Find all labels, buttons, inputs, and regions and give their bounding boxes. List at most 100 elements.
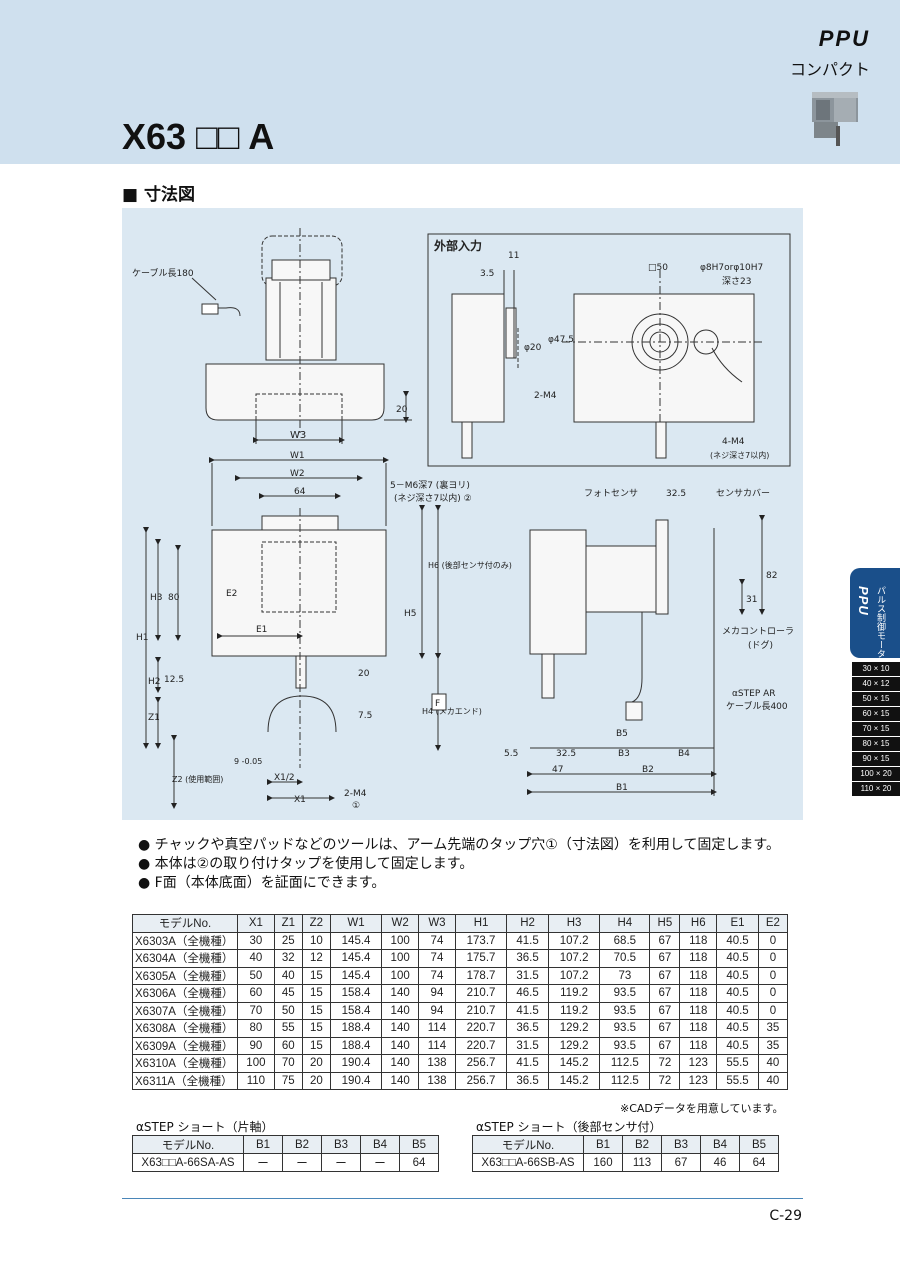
table-cell: 46.5	[506, 984, 549, 1003]
short-sensor-table: モデルNo. B1 B2 B3 B4 B5 X63□□A-66SB-AS 160…	[472, 1135, 779, 1172]
table-header-row: モデルNo. X1 Z1 Z2 W1 W2 W3 H1 H2 H3 H4 H5 …	[132, 914, 789, 933]
dim-20-front: 20	[358, 669, 370, 679]
table-cell: 36.5	[506, 949, 549, 968]
dim-h5: H5	[404, 609, 417, 619]
section-title: ■ 寸法図	[122, 185, 195, 205]
dim-h6: H6 (後部センサ付のみ)	[428, 560, 512, 570]
size-index-item[interactable]: 30 × 10	[852, 662, 900, 676]
table-cell: 123	[679, 1054, 718, 1073]
dim-e2: E2	[226, 589, 237, 599]
size-index-item[interactable]: 110 × 20	[852, 782, 900, 796]
table-cell: 64	[739, 1153, 779, 1172]
product-photo	[812, 92, 858, 146]
column-header: B3	[321, 1135, 361, 1154]
table-cell: 40.5	[716, 1001, 759, 1020]
table-cell: 50	[237, 966, 275, 985]
table-cell: ー	[282, 1153, 322, 1172]
column-header: H5	[649, 914, 681, 933]
size-index-item[interactable]: 90 × 15	[852, 752, 900, 766]
column-header: B1	[243, 1135, 283, 1154]
dog-label: (ドグ)	[748, 639, 773, 651]
column-header: X1	[237, 914, 275, 933]
table-cell: 64	[399, 1153, 439, 1172]
table-cell: 94	[418, 984, 456, 1003]
table-cell: 15	[301, 1036, 331, 1055]
table-cell: X6304A（全機種）	[132, 949, 238, 968]
table-cell: 100	[381, 931, 420, 950]
table-cell: 20	[301, 1054, 331, 1073]
size-index-item[interactable]: 50 × 15	[852, 692, 900, 706]
size-index-item[interactable]: 100 × 20	[852, 767, 900, 781]
dim-h4: H4 (メカエンド)	[422, 707, 482, 716]
column-header: Z2	[301, 914, 331, 933]
table-cell: 55.5	[716, 1054, 759, 1073]
column-header: W3	[418, 914, 456, 933]
dim-phi20: φ20	[524, 343, 542, 353]
table-cell: 188.4	[329, 1019, 383, 1038]
table-cell: 67	[661, 1153, 701, 1172]
dim-7-5: 7.5	[358, 711, 372, 721]
table-cell: 256.7	[454, 1054, 508, 1073]
table-cell: 32	[273, 949, 303, 968]
column-header: Z1	[273, 914, 303, 933]
table-cell: 41.5	[506, 1001, 549, 1020]
table-cell: 140	[381, 1001, 420, 1020]
dim-4m4-depth: (ネジ深さ7以内)	[710, 450, 769, 460]
table-cell: 160	[583, 1153, 623, 1172]
table-cell: 107.2	[547, 966, 601, 985]
table-cell: 129.2	[547, 1019, 601, 1038]
dim-bore: φ8H7orφ10H7	[700, 263, 763, 273]
table-cell: 36.5	[506, 1019, 549, 1038]
table-cell: 145.4	[329, 931, 383, 950]
size-index-item[interactable]: 80 × 15	[852, 737, 900, 751]
table-cell: 67	[649, 1001, 681, 1020]
size-index-item[interactable]: 70 × 15	[852, 722, 900, 736]
table-cell: 40.5	[716, 931, 759, 950]
dim-w1: W1	[290, 451, 305, 461]
table-cell: 145.2	[547, 1054, 601, 1073]
table-cell: X6309A（全機種）	[132, 1036, 238, 1055]
table-cell: 175.7	[454, 949, 508, 968]
dim-82: 82	[766, 571, 777, 581]
size-index-list: 30 × 10 40 × 12 50 × 15 60 × 15 70 × 15 …	[852, 662, 900, 797]
dim-h3: H3	[150, 593, 163, 603]
table-cell: 93.5	[599, 984, 651, 1003]
table-cell: 25	[273, 931, 303, 950]
brand-logo: PPU	[818, 26, 870, 51]
size-index-item[interactable]: 60 × 15	[852, 707, 900, 721]
table-cell: 220.7	[454, 1036, 508, 1055]
table-cell: 74	[418, 949, 456, 968]
table-cell: 100	[237, 1054, 275, 1073]
table-cell: 220.7	[454, 1019, 508, 1038]
table-cell: 40.5	[716, 966, 759, 985]
mecha-controller-label: メカコントローラ	[722, 626, 794, 637]
table-cell: 35	[757, 1019, 789, 1038]
table-cell: 140	[381, 1036, 420, 1055]
table-cell: 60	[273, 1036, 303, 1055]
column-header: B4	[360, 1135, 400, 1154]
size-index-item[interactable]: 40 × 12	[852, 677, 900, 691]
column-header: B1	[583, 1135, 623, 1154]
table-cell: 67	[649, 949, 681, 968]
dim-5-5: 5.5	[504, 749, 518, 759]
column-header: B2	[622, 1135, 662, 1154]
dim-20-top: 20	[396, 405, 408, 415]
column-header: B5	[739, 1135, 779, 1154]
table-cell: 70	[273, 1054, 303, 1073]
side-tab-subtitle: パルス制御モータ	[875, 586, 885, 658]
photo-sensor-label: フォトセンサ	[584, 488, 638, 499]
external-input-title: 外部入力	[434, 238, 482, 253]
table-cell: 55.5	[716, 1071, 759, 1090]
table-cell: 140	[381, 1071, 420, 1090]
table-cell: 75	[273, 1071, 303, 1090]
table-cell: 140	[381, 1054, 420, 1073]
table-cell: 140	[381, 984, 420, 1003]
table-cell: 68.5	[599, 931, 651, 950]
dim-w3: W3	[290, 430, 306, 441]
table-cell: 30	[237, 931, 275, 950]
table-cell: 90	[237, 1036, 275, 1055]
